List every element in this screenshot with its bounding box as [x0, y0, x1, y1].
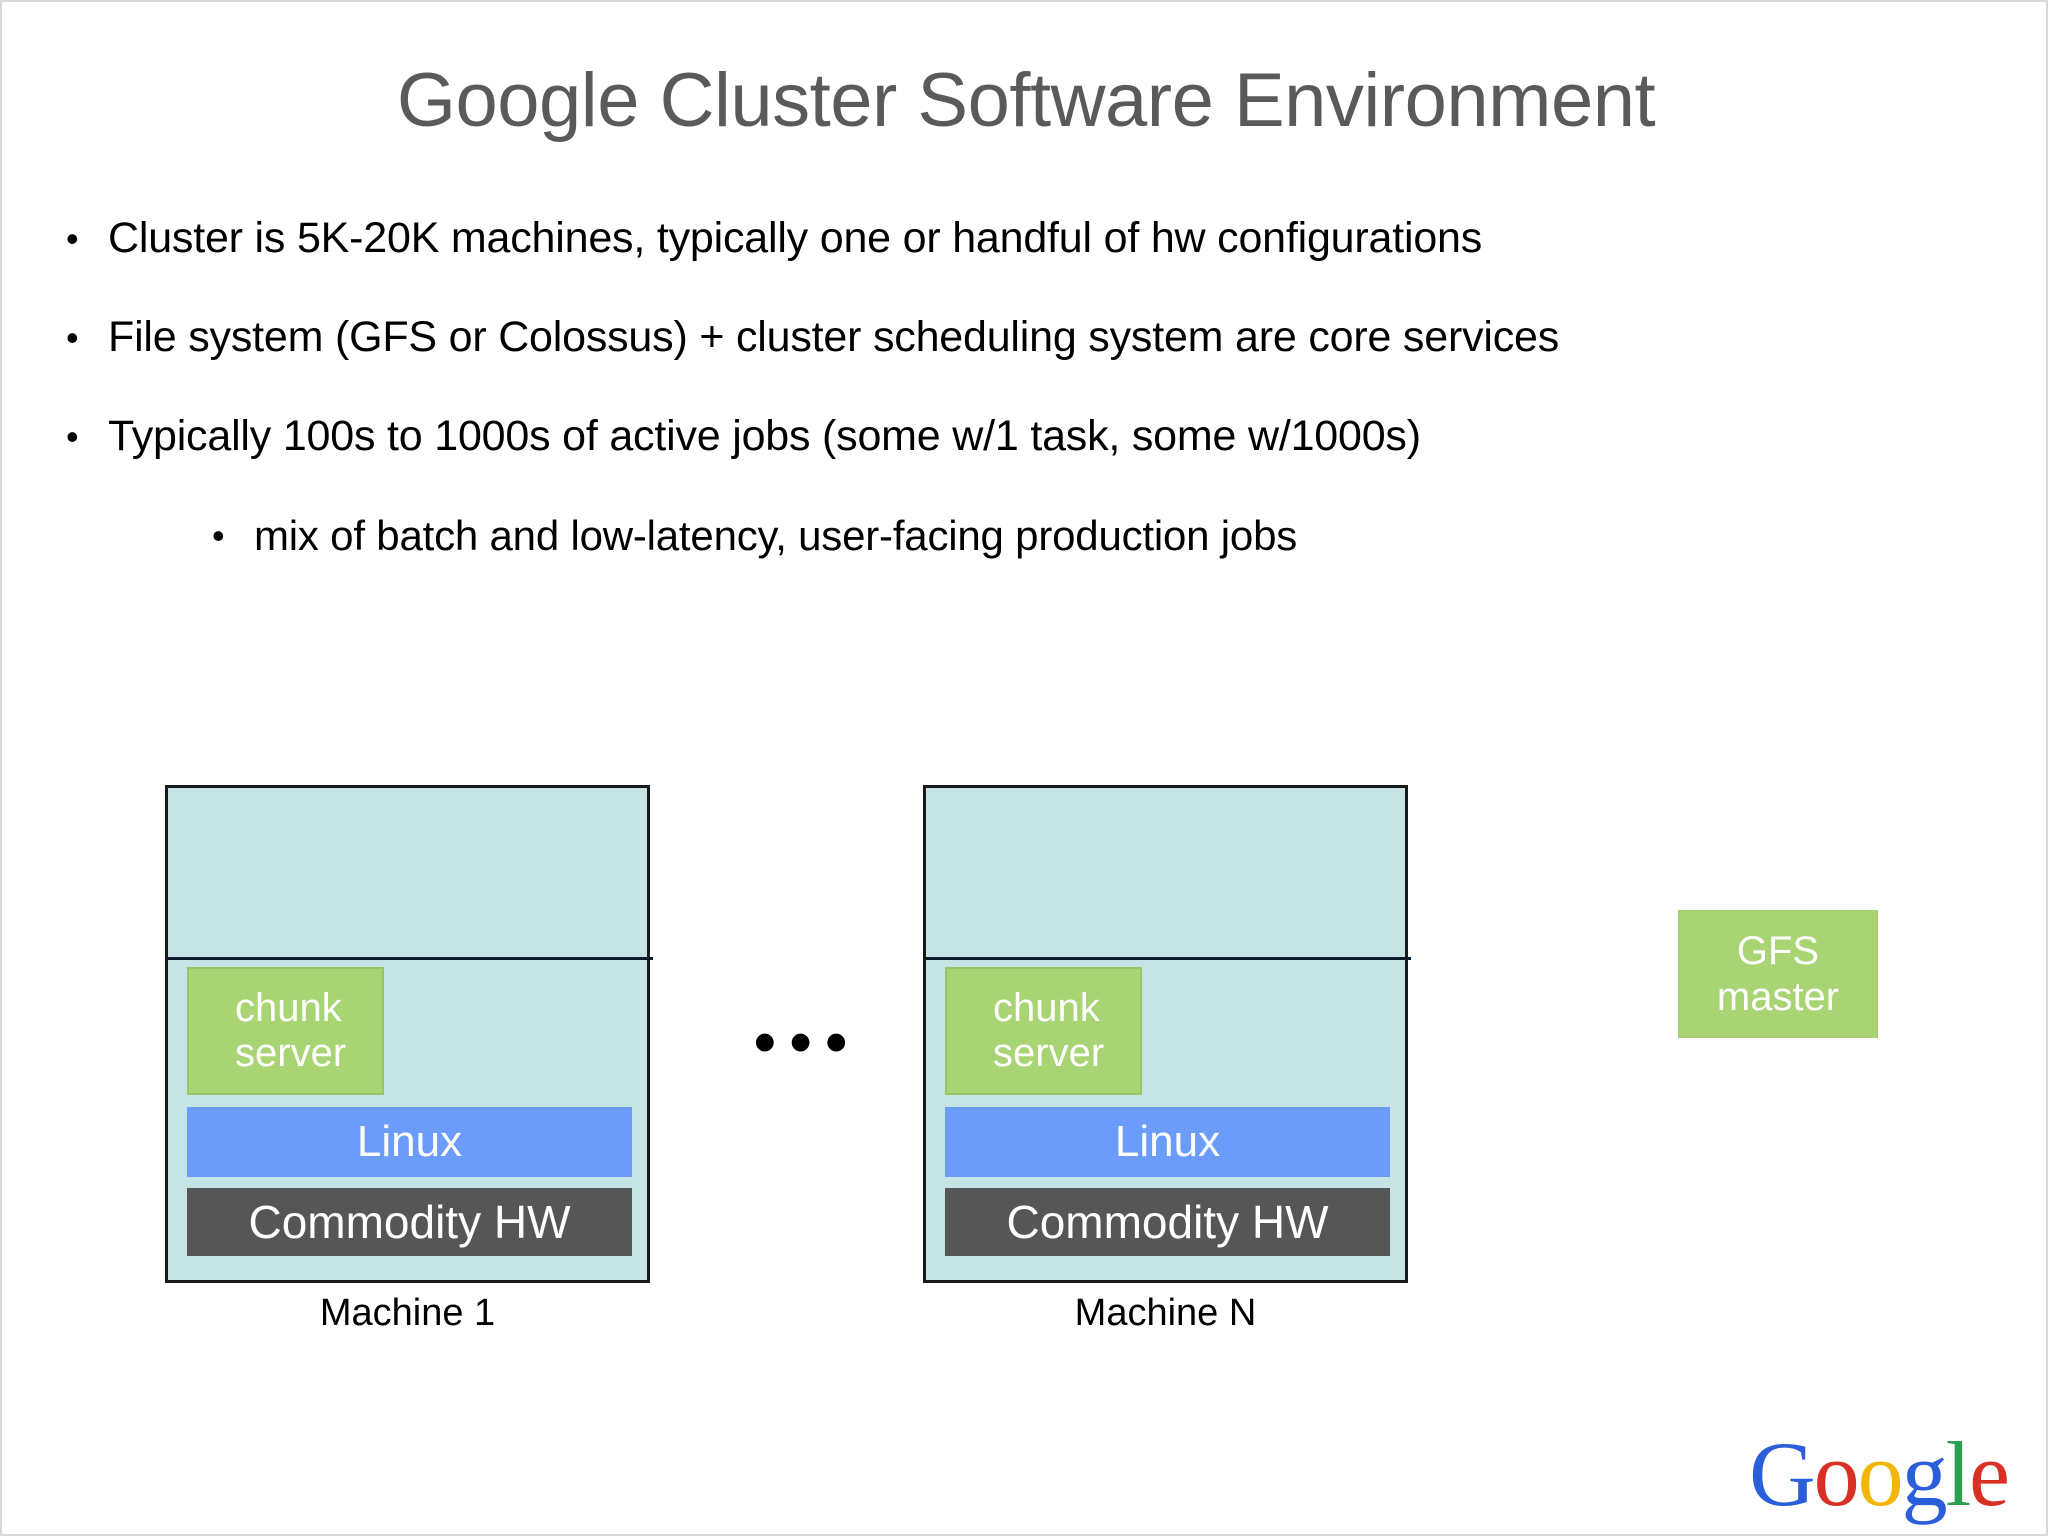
- chunk-server-line2: server: [235, 1031, 347, 1075]
- logo-letter-l: l: [1945, 1423, 1972, 1525]
- bullet-marker-icon: •: [66, 416, 79, 457]
- logo-letter-o2: o: [1857, 1423, 1904, 1525]
- bullet-marker-icon: •: [212, 515, 225, 556]
- commodity-hw-label-1: Commodity HW: [248, 1196, 571, 1248]
- commodity-hw-label-n: Commodity HW: [1006, 1196, 1329, 1248]
- gfs-master-line2: master: [1716, 975, 1840, 1019]
- linux-box-n: Linux: [945, 1107, 1390, 1177]
- chunk-server-line1: chunk: [993, 986, 1100, 1030]
- logo-letter-e: e: [1969, 1423, 2010, 1525]
- bullet-list: • Cluster is 5K-20K machines, typically …: [64, 207, 2004, 567]
- gfs-master-line1: GFS: [1736, 929, 1820, 973]
- google-logo: Google: [1749, 1423, 2010, 1525]
- linux-box-1: Linux: [187, 1107, 632, 1177]
- linux-label-n: Linux: [1114, 1117, 1221, 1166]
- chunk-server-line2: server: [993, 1031, 1105, 1075]
- logo-letter-g2: g: [1901, 1423, 1948, 1525]
- gfs-master-box: GFS master: [1678, 910, 1878, 1038]
- sub-bullet-item: • mix of batch and low-latency, user-fac…: [64, 504, 2004, 567]
- ellipsis-separator: •••: [754, 1008, 862, 1077]
- bullet-text: Cluster is 5K-20K machines, typically on…: [108, 214, 1483, 262]
- commodity-hw-box-n: Commodity HW: [945, 1188, 1390, 1256]
- bullet-item: • Cluster is 5K-20K machines, typically …: [64, 207, 2004, 270]
- chunk-server-line1: chunk: [235, 986, 342, 1030]
- chunk-server-box-n: chunk server: [945, 967, 1142, 1095]
- machine-divider-1: [168, 957, 653, 960]
- bullet-item: • File system (GFS or Colossus) + cluste…: [64, 306, 2004, 369]
- chunk-server-label-n: chunk server: [993, 986, 1104, 1076]
- machine-divider-n: [926, 957, 1411, 960]
- bullet-marker-icon: •: [66, 218, 79, 259]
- chunk-server-label-1: chunk server: [235, 986, 346, 1076]
- commodity-hw-box-1: Commodity HW: [187, 1188, 632, 1256]
- logo-letter-o1: o: [1813, 1423, 1860, 1525]
- machine-label-1: Machine 1: [319, 1292, 496, 1334]
- machine-label-n: Machine N: [1074, 1292, 1257, 1334]
- bullet-item: • Typically 100s to 1000s of active jobs…: [64, 405, 2004, 468]
- linux-label-1: Linux: [356, 1117, 463, 1166]
- bullet-marker-icon: •: [66, 317, 79, 358]
- bullet-text: Typically 100s to 1000s of active jobs (…: [108, 412, 1421, 460]
- chunk-server-box-1: chunk server: [187, 967, 384, 1095]
- logo-letter-g1: G: [1749, 1423, 1815, 1525]
- bullet-text: File system (GFS or Colossus) + cluster …: [108, 313, 1560, 361]
- sub-bullet-text: mix of batch and low-latency, user-facin…: [254, 512, 1298, 559]
- page-title: Google Cluster Software Environment: [396, 58, 1656, 143]
